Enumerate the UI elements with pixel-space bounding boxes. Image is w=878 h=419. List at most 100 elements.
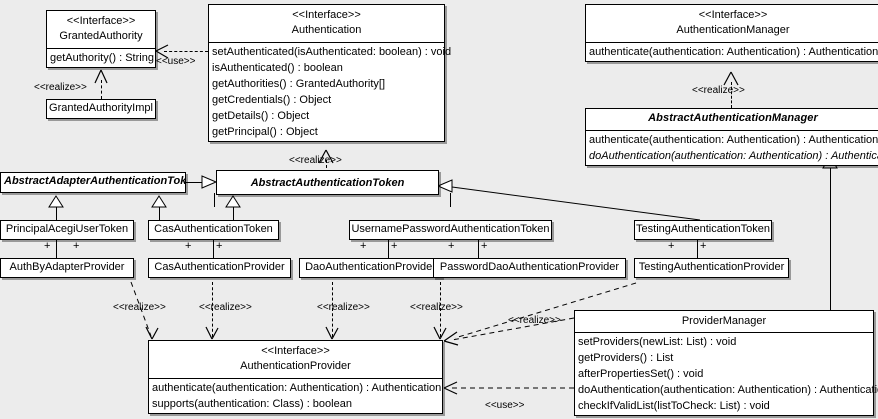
edge-userpass-to-dao: [388, 240, 389, 258]
member-item: getDetails() : Object: [212, 110, 310, 122]
multiplicity-userpass-2: +: [391, 240, 398, 252]
member-item: setProviders(newList: List) : void: [578, 336, 737, 348]
edge-grantedauthorityimpl-realize: [101, 80, 102, 99]
class-auth-by-adapter-provider[interactable]: AuthByAdapterProvider: [0, 258, 134, 278]
class-name: AbstractAdapterAuthenticationToken: [4, 175, 186, 187]
edge-abstracttoken-realize-authentication: [326, 160, 327, 173]
member-list: setProviders(newList: List) : void getPr…: [575, 332, 878, 415]
class-testing-authentication-token[interactable]: TestingAuthenticationToken: [634, 220, 772, 240]
class-name: TestingAuthenticationToken: [636, 223, 770, 235]
member-list: getAuthority() : String: [47, 48, 155, 67]
label-realize-daoprovider: <<realize>>: [317, 302, 370, 313]
class-cas-authentication-token[interactable]: CasAuthenticationToken: [148, 220, 279, 240]
multiplicity-userpass-3: +: [448, 240, 455, 252]
class-abstract-adapter-authentication-token[interactable]: AbstractAdapterAuthenticationToken: [0, 172, 186, 193]
class-header: <<Interface>> AuthenticationProvider: [149, 341, 442, 378]
class-name: DaoAuthenticationProvider: [305, 261, 436, 273]
label-realize-grantedauthorityimpl: <<realize>>: [34, 82, 87, 93]
member-item: authenticate(authentication: Authenticat…: [589, 46, 878, 58]
stereotype-label: <<Interface>>: [261, 345, 330, 357]
class-granted-authority[interactable]: <<Interface>> GrantedAuthority getAuthor…: [46, 10, 156, 68]
edge-cas-extends-abstracttoken: [159, 207, 160, 220]
multiplicity-cas-right: +: [216, 240, 223, 252]
label-realize-authbyadapter: <<realize>>: [113, 302, 166, 313]
member-item: isAuthenticated() : boolean: [212, 62, 343, 74]
class-name: GrantedAuthorityImpl: [49, 102, 153, 114]
member-item: doAuthentication(authentication: Authent…: [589, 150, 878, 162]
edge-cas-token-to-provider: [213, 240, 214, 258]
member-item: getAuthorities() : GrantedAuthority[]: [212, 78, 386, 90]
label-realize-providermanager: <<realize>>: [508, 315, 561, 326]
edge-casprovider-realize: [212, 282, 213, 337]
label-realize-abstractmanager: <<realize>>: [692, 85, 745, 96]
class-authentication-manager[interactable]: <<Interface>> AuthenticationManager auth…: [585, 4, 878, 62]
class-abstract-authentication-token[interactable]: AbstractAuthenticationToken: [216, 170, 439, 195]
class-provider-manager[interactable]: ProviderManager setProviders(newList: Li…: [574, 310, 878, 416]
member-item: doAuthentication(authentication: Authent…: [578, 384, 878, 396]
edge-principal-extends-adapter: [56, 207, 57, 220]
multiplicity-principal-right: +: [73, 240, 80, 252]
class-abstract-authentication-manager[interactable]: AbstractAuthenticationManager authentica…: [585, 108, 878, 166]
class-name: TestingAuthenticationProvider: [638, 261, 785, 273]
class-name: CasAuthenticationToken: [154, 223, 273, 235]
edge-cas-stem-up: [214, 193, 215, 207]
class-testing-authentication-provider[interactable]: TestingAuthenticationProvider: [634, 258, 789, 278]
multiplicity-cas-left: +: [185, 240, 192, 252]
class-name: AbstractAuthenticationManager: [648, 112, 818, 124]
edge-adaptertoken-assoc: [185, 182, 203, 183]
class-dao-authentication-provider[interactable]: DaoAuthenticationProvider: [299, 258, 442, 278]
edge-userpass-stem-up: [450, 193, 451, 207]
member-list: authenticate(authentication: Authenticat…: [149, 378, 442, 413]
label-realize-passworddaoprovider: <<realize>>: [410, 302, 463, 313]
member-item: setAuthenticated(isAuthenticated: boolea…: [212, 46, 452, 58]
class-name: PrincipalAcegiUserToken: [5, 223, 129, 235]
class-principal-acegi-user-token[interactable]: PrincipalAcegiUserToken: [0, 220, 134, 240]
member-list: authenticate(authentication: Authenticat…: [586, 42, 878, 61]
stereotype-label: <<Interface>>: [698, 9, 768, 21]
edge-providermanager-extends-abstractmanager: [830, 167, 831, 310]
label-use-grantedauthority: <<use>>: [156, 56, 196, 67]
member-item: getCredentials() : Object: [212, 94, 332, 106]
member-list: authenticate(authentication: Authenticat…: [586, 130, 878, 165]
edge-userpass-to-passworddao: [478, 240, 479, 258]
member-item: getPrincipal() : Object: [212, 126, 318, 138]
multiplicity-userpass-1: +: [360, 240, 367, 252]
class-header: AbstractAuthenticationManager: [586, 109, 878, 130]
multiplicity-testing-right: +: [700, 240, 707, 252]
class-password-dao-authentication-provider[interactable]: PasswordDaoAuthenticationProvider: [433, 258, 626, 278]
class-name: AuthByAdapterProvider: [9, 261, 125, 273]
member-item: getProviders() : List: [578, 352, 674, 364]
multiplicity-testing-left: +: [668, 240, 675, 252]
member-item: supports(authentication: Class) : boolea…: [152, 398, 352, 410]
class-username-password-authentication-token[interactable]: UsernamePasswordAuthenticationToken: [349, 220, 552, 240]
label-use-providermanager: <<use>>: [485, 400, 525, 411]
class-cas-authentication-provider[interactable]: CasAuthenticationProvider: [148, 258, 291, 278]
class-name: AuthenticationManager: [676, 24, 790, 36]
member-item: checkIfValidList(listToCheck: List) : vo…: [578, 400, 770, 412]
class-name: AbstractAuthenticationToken: [250, 177, 405, 189]
class-name: Authentication: [291, 24, 362, 36]
member-item: authenticate(authentication: Authenticat…: [152, 382, 442, 394]
edge-passworddaoprovider-realize: [440, 282, 441, 337]
class-name: CasAuthenticationProvider: [154, 261, 285, 273]
edge-testing-token-to-provider: [697, 240, 698, 258]
edge-abstractmanager-realize-manager: [731, 82, 732, 108]
class-header: <<Interface>> Authentication: [209, 5, 444, 42]
label-realize-abstracttoken: <<realize>>: [289, 155, 342, 166]
class-authentication[interactable]: <<Interface>> Authentication setAuthenti…: [208, 4, 452, 142]
edge-daoprovider-realize: [332, 282, 333, 337]
member-list: setAuthenticated(isAuthenticated: boolea…: [209, 42, 452, 141]
edge-principal-to-authbyadapter: [56, 240, 57, 258]
label-realize-casprovider: <<realize>>: [199, 302, 252, 313]
stereotype-label: <<Interface>>: [292, 9, 361, 21]
class-authentication-provider[interactable]: <<Interface>> AuthenticationProvider aut…: [148, 340, 443, 414]
class-header: <<Interface>> AuthenticationManager: [586, 5, 878, 42]
edge-auth-uses-grantedauthority: [164, 51, 208, 52]
class-name: ProviderManager: [681, 315, 767, 327]
class-granted-authority-impl[interactable]: GrantedAuthorityImpl: [46, 99, 156, 119]
class-header: ProviderManager: [575, 311, 873, 332]
multiplicity-userpass-4: +: [481, 240, 488, 252]
multiplicity-principal-left: +: [44, 240, 51, 252]
member-item: getAuthority() : String: [50, 52, 154, 64]
